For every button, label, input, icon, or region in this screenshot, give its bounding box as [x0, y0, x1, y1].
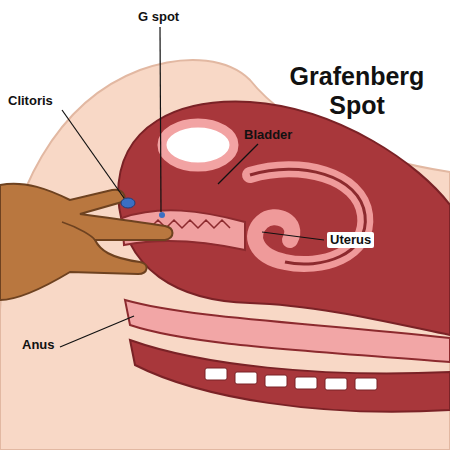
part-label: Uterus — [327, 232, 374, 248]
part-label: Anus — [22, 338, 55, 352]
uterus-outline — [250, 169, 365, 264]
leader-line — [262, 232, 324, 240]
leader-line — [62, 110, 124, 198]
pelvic-cavity — [118, 102, 450, 335]
part-label: Clitoris — [8, 94, 53, 108]
part-label: G spot — [138, 10, 179, 24]
lower-tissue — [130, 340, 450, 412]
bladder-shape — [162, 123, 234, 167]
spine-segments — [205, 368, 377, 390]
leader-line — [60, 316, 134, 347]
leader-line — [160, 27, 161, 212]
hand-shape — [0, 184, 173, 300]
clitoris-mark — [121, 198, 135, 208]
hand-crease — [62, 222, 95, 240]
uterus-shape — [250, 169, 365, 264]
diagram-title: Grafenberg Spot — [282, 62, 432, 120]
leader-line — [218, 144, 258, 184]
g-spot-mark — [159, 212, 165, 218]
leader-lines — [60, 27, 324, 347]
body-section — [0, 60, 450, 450]
part-label: Bladder — [244, 128, 292, 142]
